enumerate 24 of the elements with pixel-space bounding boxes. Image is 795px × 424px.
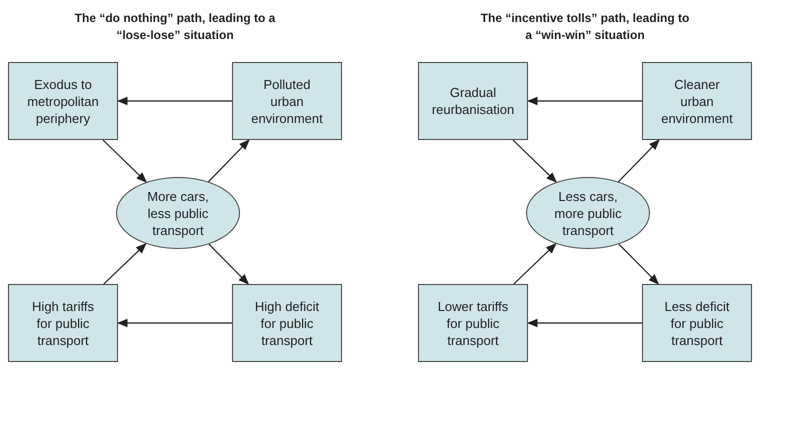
arrow: [208, 244, 250, 285]
arrow: [102, 140, 148, 183]
arrow: [116, 96, 232, 106]
process-box: Lower tariffs for public transport: [418, 284, 528, 362]
arrow: [103, 243, 147, 284]
process-box: Gradual reurbanisation: [418, 62, 528, 140]
panel-heading: The “incentive tolls” path, leading to a “win-win” situation: [480, 10, 690, 44]
arrow: [116, 318, 232, 328]
ellipse-node: Less cars, more public transport: [526, 177, 650, 249]
process-box: Cleaner urban environment: [642, 62, 752, 140]
arrow: [513, 243, 557, 284]
arrow: [512, 140, 558, 183]
arrow: [618, 244, 660, 285]
arrow: [208, 139, 250, 182]
process-box: High tariffs for public transport: [8, 284, 118, 362]
process-box: Exodus to metropolitan periphery: [8, 62, 118, 140]
arrow: [526, 318, 642, 328]
process-box: Polluted urban environment: [232, 62, 342, 140]
process-box: High deficit for public transport: [232, 284, 342, 362]
arrow: [618, 139, 660, 182]
process-box: Less deficit for public transport: [642, 284, 752, 362]
ellipse-node: More cars, less public transport: [116, 177, 240, 249]
arrow: [526, 96, 642, 106]
panel-heading: The “do nothing” path, leading to a “lose-lose” situation: [74, 10, 276, 44]
